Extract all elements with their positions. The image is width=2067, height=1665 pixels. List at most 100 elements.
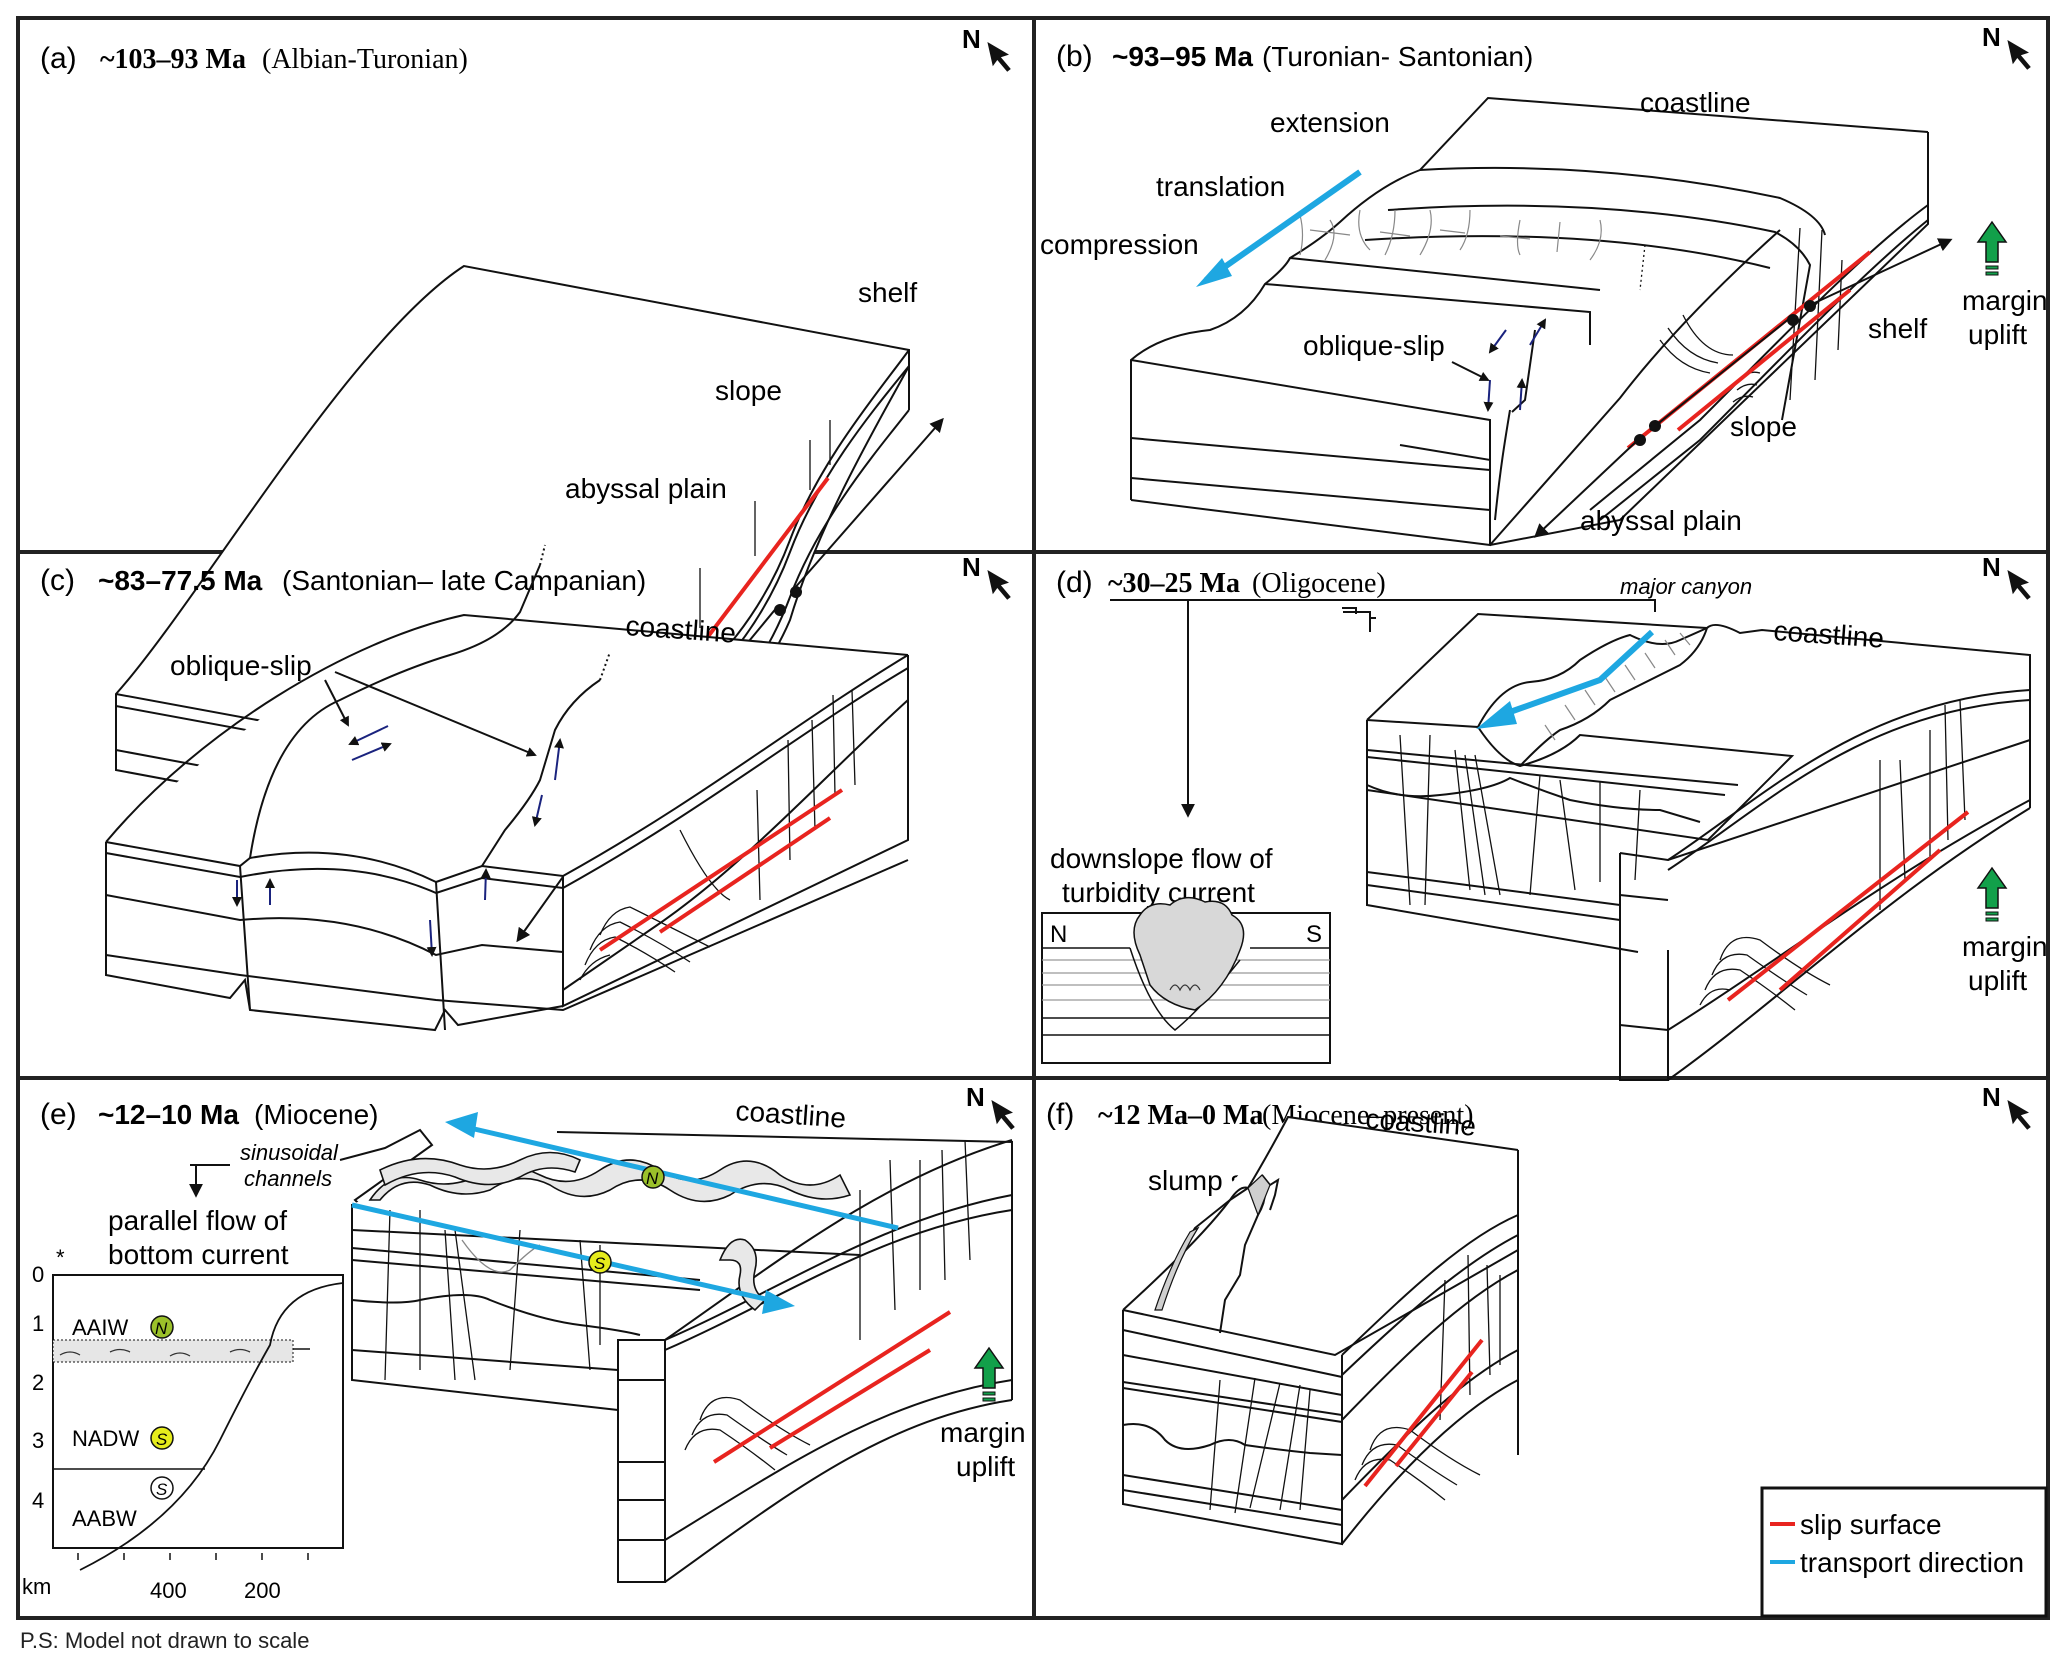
label-channels: channels: [244, 1166, 332, 1191]
legend-slip-surface-label: slip surface: [1800, 1509, 1942, 1540]
north-arrow-icon: N: [1982, 22, 2031, 70]
label-sinusoidal: sinusoidal: [240, 1140, 339, 1165]
svg-text:N: N: [1982, 1082, 2001, 1112]
north-arrow-icon: N: [962, 552, 1011, 600]
panel-letter: (d): [1056, 566, 1093, 599]
transport-arrowhead: [1476, 701, 1517, 729]
oblique-slip-pointers: [324, 671, 537, 757]
water-mass-aabw: AABW S: [72, 1476, 174, 1531]
svg-text:3: 3: [32, 1428, 44, 1453]
label-compression: compression: [1040, 229, 1199, 260]
panel-age: ~30–25 Ma: [1108, 568, 1240, 599]
svg-text:S: S: [594, 1254, 606, 1273]
translation-arrow: [1204, 169, 1362, 283]
depth-axis: 0 1 2 3 4 km: [22, 1262, 51, 1599]
panel-period: (Santonian– late Campanian): [282, 565, 646, 596]
margin-uplift-icon: [1977, 221, 2007, 276]
svg-text:N: N: [962, 552, 981, 582]
panel-letter: (e): [40, 1098, 77, 1131]
svg-text:km: km: [22, 1574, 51, 1599]
inset-star: *: [56, 1245, 65, 1270]
label-parallel-1: parallel flow of: [108, 1205, 287, 1236]
label-coastline: coastline: [1773, 615, 1885, 654]
panel-age: ~12–10 Ma: [98, 1099, 239, 1130]
north-arrow-icon: N: [966, 1082, 1015, 1130]
panel-age: ~103–93 Ma: [100, 44, 246, 75]
panel-period: (Oligocene): [1252, 568, 1386, 599]
svg-text:N: N: [1982, 22, 2001, 52]
svg-text:S: S: [156, 1480, 168, 1499]
fault-motion-arrows: [1483, 318, 1547, 412]
svg-text:4: 4: [32, 1488, 44, 1513]
label-shelf: shelf: [1868, 313, 1927, 344]
badge-n-icon: [150, 1315, 174, 1339]
panel-letter: (b): [1056, 40, 1093, 73]
label-slope: slope: [715, 375, 782, 406]
legend-transport-label: transport direction: [1800, 1547, 2024, 1578]
canyon-callout: [1110, 599, 1656, 818]
svg-text:S: S: [156, 1430, 168, 1449]
legend: slip surface transport direction: [1760, 1486, 2048, 1618]
panel-age: ~93–95 Ma: [1112, 41, 1253, 72]
label-coastline: coastline: [1640, 87, 1751, 118]
panel-period: (Miocene): [254, 1099, 378, 1130]
water-mass-nadw: NADW S: [72, 1426, 174, 1451]
turbidity-cloud: [1133, 896, 1245, 1011]
label-abyssal-plain: abyssal plain: [1580, 505, 1742, 536]
block-diagram: [351, 1131, 1013, 1583]
water-mass-aaiw: AAIW N: [72, 1315, 174, 1340]
north-arrow-icon: N: [1982, 1082, 2031, 1130]
label-slope: slope: [1730, 411, 1797, 442]
block-diagram: [1130, 96, 1929, 547]
north-arrow-icon: N: [962, 24, 1011, 72]
zone-axis: [1533, 238, 1953, 538]
svg-text:N: N: [966, 1082, 985, 1112]
block-diagram: [1366, 612, 2031, 1081]
label-downslope-2: turbidity current: [1062, 877, 1255, 908]
transport-direction-arrow: [1508, 629, 1655, 715]
panel-age: ~83–77.5 Ma: [98, 565, 263, 596]
svg-text:400: 400: [150, 1578, 187, 1603]
inset-north-label: N: [1050, 921, 1067, 948]
distance-axis: 400 200: [77, 1553, 309, 1603]
svg-text:1: 1: [32, 1311, 44, 1336]
label-coastline: coastline: [735, 1095, 847, 1134]
badge-s-icon: [150, 1476, 174, 1500]
block-diagram: [105, 544, 909, 1032]
panel-age: ~12 Ma–0 Ma: [1098, 1100, 1263, 1131]
slip-surfaces: [1363, 1338, 1484, 1488]
badge-s-icon: S: [588, 1250, 612, 1274]
label-major-canyon: major canyon: [1620, 574, 1752, 599]
panel-letter: (c): [40, 564, 75, 597]
translation-arrowhead: [1196, 258, 1232, 287]
margin-uplift-icon: [1977, 867, 2007, 922]
label-translation: translation: [1156, 171, 1285, 202]
north-arrow-icon: N: [1982, 552, 2031, 600]
slip-surfaces: [1726, 810, 1970, 1002]
label-oblique-slip: oblique-slip: [170, 650, 312, 681]
label-oblique-slip: oblique-slip: [1303, 330, 1445, 361]
slump-scar-fill: [1154, 1174, 1271, 1311]
svg-text:AABW: AABW: [72, 1506, 137, 1531]
panel-d: (d) ~30–25 Ma (Oligocene) N major canyon: [1041, 552, 2048, 1081]
scale-note: P.S: Model not drawn to scale: [20, 1628, 310, 1653]
slip-surfaces: [712, 1310, 952, 1464]
panel-letter: (f): [1046, 1098, 1074, 1131]
label-downslope-1: downslope flow of: [1050, 843, 1273, 874]
svg-text:AAIW: AAIW: [72, 1315, 128, 1340]
turbidity-current-inset: N S: [1041, 896, 1331, 1064]
panel-b: (b) ~93–95 Ma (Turonian- Santonian) N: [1040, 22, 2048, 547]
inset-south-label: S: [1306, 921, 1322, 948]
bottom-current-inset: * 0 1 2 3 4 km 400 200 AAIW N: [22, 1245, 344, 1603]
svg-text:NADW: NADW: [72, 1426, 139, 1451]
svg-text:200: 200: [244, 1578, 281, 1603]
svg-text:N: N: [1982, 552, 2001, 582]
panel-letter: (a): [40, 42, 77, 75]
panel-period: (Turonian- Santonian): [1262, 41, 1533, 72]
oblique-slip-pointer: [1451, 361, 1490, 381]
label-uplift: uplift: [1968, 965, 2027, 996]
label-uplift: uplift: [1968, 319, 2027, 350]
label-coastline: coastline: [625, 610, 737, 649]
badge-n-icon: N: [641, 1165, 665, 1189]
